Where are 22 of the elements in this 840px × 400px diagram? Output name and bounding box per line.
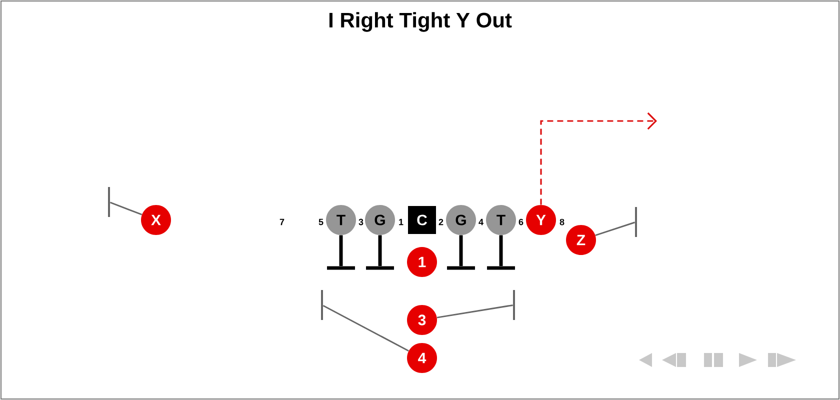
- block-line: [110, 202, 142, 216]
- title: I Right Tight Y Out: [329, 12, 512, 32]
- block-line: [499, 235, 503, 266]
- block-bar: [366, 266, 394, 270]
- block-line: [595, 222, 636, 236]
- block-line: [339, 235, 343, 266]
- gap-number: 6: [518, 218, 524, 226]
- gap-number: 4: [478, 218, 484, 226]
- center-square: C: [408, 206, 436, 234]
- gap-number: 1: [399, 218, 404, 226]
- route-arrow: [540, 112, 657, 205]
- block-line: [436, 304, 513, 318]
- block-bar: [447, 266, 475, 270]
- gap-number: 2: [438, 218, 444, 226]
- block-line: [378, 235, 382, 266]
- gap-number: 8: [560, 218, 564, 226]
- gap-number: 3: [358, 218, 364, 226]
- block-bar: [487, 266, 515, 270]
- block-line: [322, 304, 409, 352]
- block-bar: [327, 266, 355, 270]
- block-line: [459, 235, 463, 266]
- gap-number: 7: [280, 218, 284, 226]
